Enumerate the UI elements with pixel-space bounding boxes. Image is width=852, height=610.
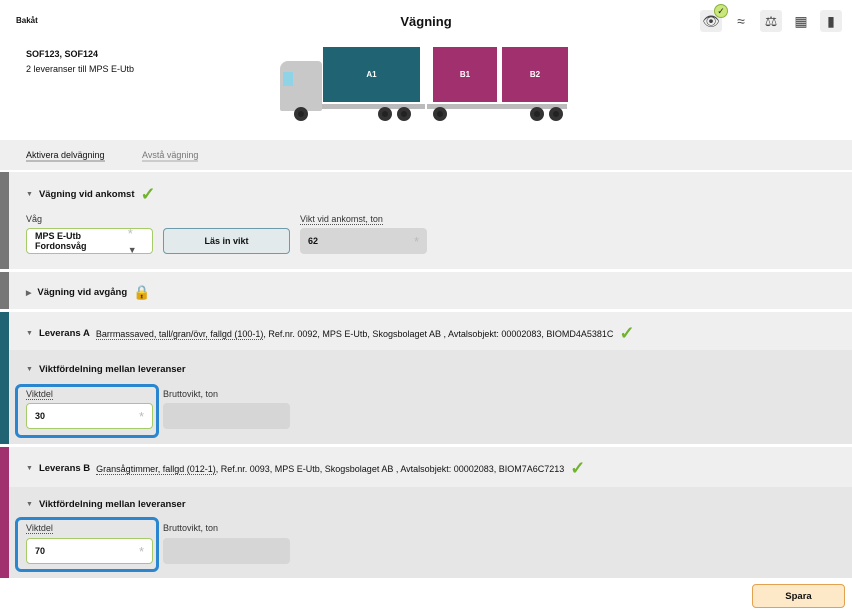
load-box-a1: A1	[323, 47, 420, 102]
departure-header[interactable]: ▶Vägning vid avgång🔒	[26, 284, 151, 300]
scale-label: Våg	[26, 214, 43, 224]
share-input[interactable]: 70*	[26, 538, 153, 564]
departure-section: ▶Vägning vid avgång🔒	[0, 272, 852, 309]
order-ids: SOF123, SOF124	[26, 49, 99, 59]
back-link[interactable]: Bakåt	[16, 16, 38, 25]
product-link[interactable]: Barrmassaved, tall/gran/övr, fallgd (100…	[95, 328, 264, 340]
arrival-header[interactable]: ▼Vägning vid ankomst✓	[26, 184, 156, 204]
action-bar: Aktivera delvägning Avstå vägning	[0, 140, 852, 170]
weight-distribution-header[interactable]: ▼Viktfördelning mellan leveranser	[26, 364, 186, 375]
page-title: Vägning	[400, 14, 452, 29]
check-icon: ✓	[619, 323, 635, 343]
order-subtitle: 2 leveranser till MPS E-Utb	[26, 64, 135, 74]
load-box-b2: B2	[502, 47, 568, 102]
road-icon[interactable]: ▮	[820, 10, 842, 32]
scale-select[interactable]: MPS E-Utb Fordonsvåg* ▼	[26, 226, 153, 255]
truck-illustration: A1 B1 B2	[280, 45, 580, 125]
share-input[interactable]: 30*	[26, 403, 153, 429]
gross-label: Bruttovikt, ton	[163, 389, 219, 399]
truck-cab	[280, 61, 322, 111]
gross-weight-field	[163, 403, 290, 429]
gross-weight-field	[163, 538, 290, 564]
save-button[interactable]: Spara	[752, 584, 845, 608]
load-icon[interactable]: ▦	[790, 10, 812, 32]
gross-label: Bruttovikt, ton	[163, 523, 219, 533]
weight-label: Vikt vid ankomst, ton	[300, 214, 383, 225]
weight-distribution-header[interactable]: ▼Viktfördelning mellan leveranser	[26, 499, 186, 510]
check-icon: ✓	[570, 458, 586, 478]
check-icon: ✓	[140, 184, 156, 204]
toolbar: 👁✓ ≈ ⚖ ▦ ▮	[700, 4, 842, 32]
scale-icon[interactable]: ⚖	[760, 10, 782, 32]
read-weight-button[interactable]: Läs in vikt	[163, 228, 290, 254]
activate-partial-weighing-link[interactable]: Aktivera delvägning	[26, 150, 105, 162]
skip-weighing-link[interactable]: Avstå vägning	[142, 150, 199, 162]
lock-icon: 🔒	[133, 284, 151, 300]
load-box-b1: B1	[433, 47, 497, 102]
product-link[interactable]: Gransågtimmer, fallgd (012-1)	[96, 463, 216, 475]
approx-icon[interactable]: ≈	[730, 10, 752, 32]
arrival-section: ▼Vägning vid ankomst✓ Våg MPS E-Utb Ford…	[0, 172, 852, 269]
share-label: Viktdel	[26, 523, 53, 534]
share-label: Viktdel	[26, 389, 53, 400]
eye-check-icon[interactable]: 👁✓	[700, 4, 728, 32]
arrival-weight-field: 62*	[300, 228, 427, 254]
